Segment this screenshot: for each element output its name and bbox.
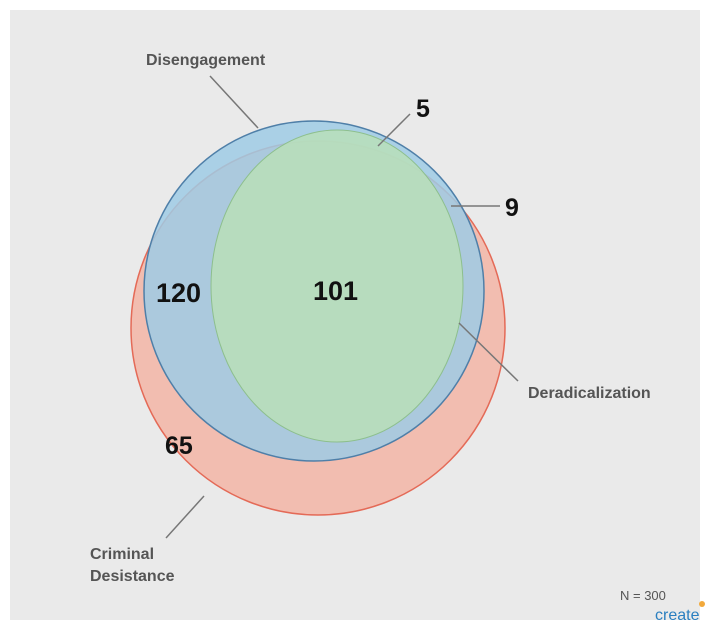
count-disengagement-only: 9 — [505, 194, 519, 222]
count-disengagement-criminal: 120 — [156, 278, 201, 308]
criminal-desistance-leader-line — [165, 495, 205, 539]
deradicalization-label: Deradicalization — [528, 385, 651, 402]
count-disengagement-deradicalization: 5 — [416, 95, 430, 123]
brand-logo-dot — [699, 601, 705, 607]
sample-size-note: N = 300 — [620, 588, 666, 603]
criminal-desistance-label-line2: Desistance — [90, 568, 175, 585]
disengagement-label: Disengagement — [146, 52, 266, 69]
disengagement-leader-line — [209, 75, 259, 129]
brand-logo-text: create — [655, 607, 700, 624]
criminal-desistance-label-line1: Criminal — [90, 546, 154, 563]
region-5-leader-line — [377, 113, 411, 147]
count-all-three: 101 — [313, 276, 358, 306]
deradicalization-leader-line — [458, 322, 519, 382]
deradicalization-ellipse — [210, 129, 464, 443]
count-criminal-only: 65 — [165, 432, 193, 460]
